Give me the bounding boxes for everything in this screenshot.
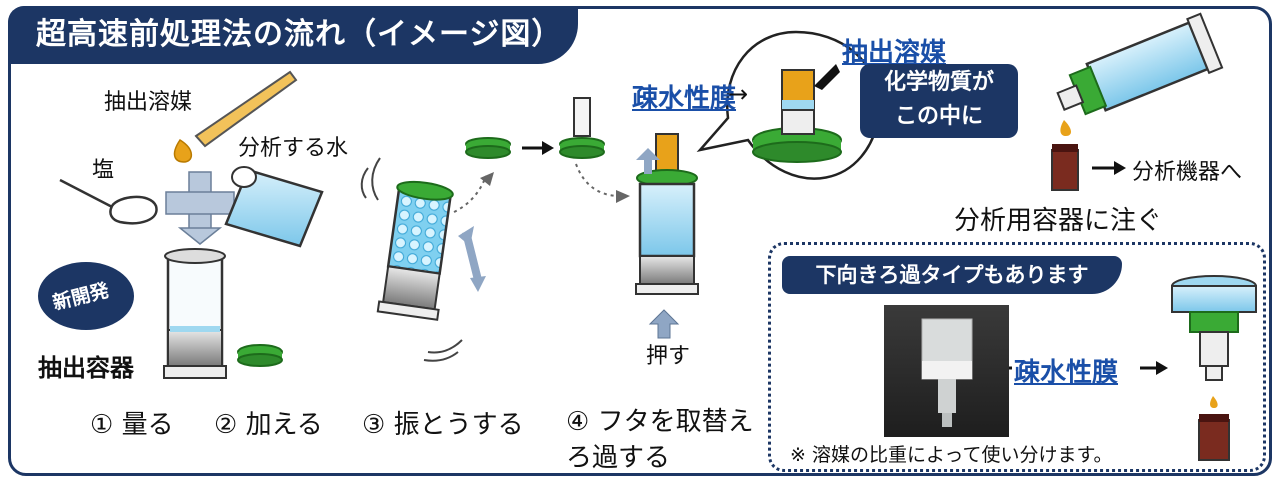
step-4: ④ フタを取替え ろ過する	[566, 407, 754, 473]
step-2: ② 加える	[214, 410, 323, 440]
solvent-link[interactable]: 抽出溶媒	[842, 38, 947, 68]
shaking-tube-icon	[360, 157, 463, 362]
filtration-tube-icon	[635, 133, 699, 295]
arrow-to-instrument-icon	[1092, 161, 1126, 175]
extraction-container-icon	[163, 248, 227, 379]
water-cup-icon	[224, 166, 324, 248]
water-label: 分析する水	[238, 136, 349, 161]
inset-title: 下向きろ過タイプもあります	[782, 256, 1122, 294]
downward-filter-icon	[1171, 275, 1257, 461]
sample-vial-icon	[1051, 144, 1079, 191]
inset-membrane-link[interactable]: 疎水性膜	[1014, 358, 1119, 388]
salt-spoon-icon	[59, 178, 158, 225]
step-1: ① 量る	[90, 410, 174, 440]
filter-lid-icon	[559, 97, 605, 159]
up-arrow-icon	[636, 148, 660, 174]
plus-icon	[165, 171, 235, 245]
filter-photo	[884, 305, 1009, 437]
chemicals-callout: 化学物質が この中に	[860, 64, 1018, 138]
membrane-arrow-label: →	[728, 80, 749, 108]
shake-arrow-icon	[458, 226, 486, 292]
dotted-arrow	[453, 175, 487, 213]
new-development-badge	[38, 262, 134, 330]
pour-label: 分析用容器に注ぐ	[954, 206, 1163, 236]
instrument-label: 分析機器へ	[1132, 160, 1243, 185]
diagram-title: 超高速前処理法の流れ（イメージ図）	[8, 6, 578, 64]
push-label: 押す	[646, 344, 691, 369]
downward-filter-inset	[768, 242, 1266, 472]
push-arrow-icon	[648, 309, 680, 339]
container-label: 抽出容器	[38, 354, 134, 382]
right-arrow-icon	[522, 141, 554, 155]
step-3: ③ 振とうする	[362, 410, 524, 440]
salt-label: 塩	[92, 158, 115, 183]
diagram-frame	[8, 6, 1272, 476]
dotted-arrow-2	[575, 163, 621, 197]
membrane-pointer-arrow	[814, 64, 840, 90]
solvent-label: 抽出溶媒	[104, 90, 193, 115]
solvent-bottle-icon	[1056, 12, 1224, 136]
plain-lid-icon	[465, 137, 511, 159]
inset-note: ※ 溶媒の比重によって使い分けます。	[790, 444, 1113, 466]
inset-right-arrow-icon	[1140, 361, 1168, 375]
pipette-icon	[173, 70, 298, 163]
container-lid-icon	[237, 344, 283, 367]
membrane-link[interactable]: 疎水性膜	[632, 84, 737, 114]
